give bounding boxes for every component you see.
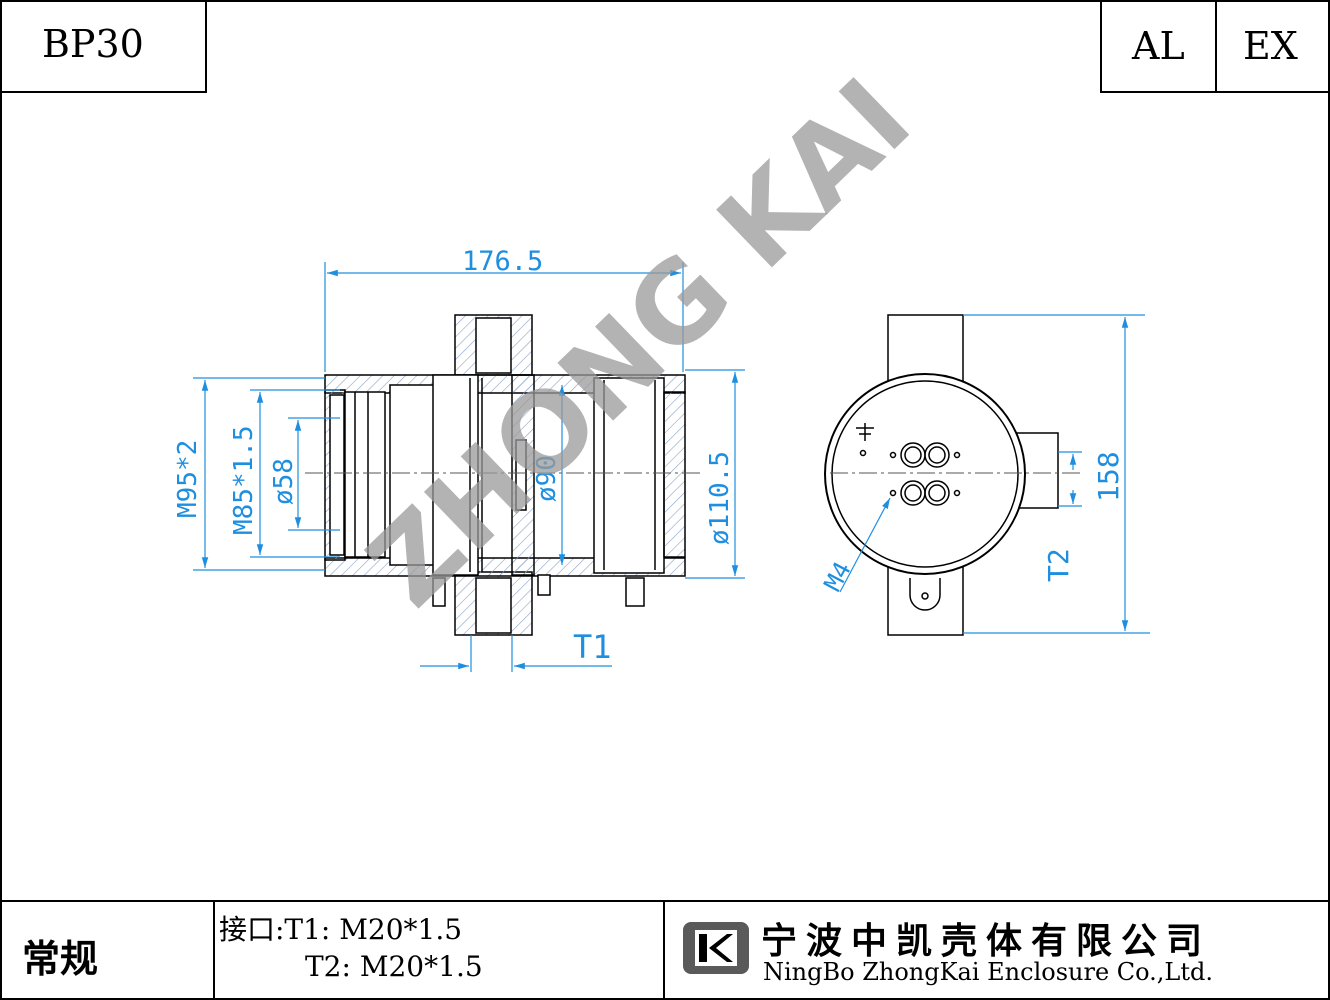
dim-body-dia: ø110.5 (705, 451, 735, 545)
footer-ports-cell: 接口:T1: M20*1.5 T2: M20*1.5 (213, 900, 665, 1000)
dim-height: 158 (1092, 451, 1125, 502)
dim-screw: M4 (819, 557, 857, 596)
ports-label: 接口:T1: M20*1.5 (219, 913, 463, 946)
company-logo (683, 922, 749, 974)
company-en: NingBo ZhongKai Enclosure Co.,Ltd. (763, 958, 1213, 986)
dim-thread-outer: M95*2 (173, 440, 203, 518)
model-cell: BP30 (0, 0, 207, 93)
rating-cell: EX (1215, 0, 1330, 93)
section-dim-labels: 176.5 M95*2 M85*1.5 ø58 ø90 ø110.5 T1 (173, 246, 735, 666)
end-dimensions (839, 314, 1150, 634)
category-label: 常规 (22, 937, 99, 981)
rating-code: EX (1243, 24, 1298, 68)
section-view (324, 314, 686, 636)
footer-category-cell: 常规 (0, 900, 215, 1000)
port2-label: T2: M20*1.5 (305, 950, 483, 983)
dim-overall-width: 176.5 (462, 246, 543, 277)
section-dimensions (193, 262, 745, 672)
footer-company-cell: 宁波中凯壳体有限公司 NingBo ZhongKai Enclosure Co.… (663, 900, 1330, 1000)
model-code: BP30 (42, 22, 144, 66)
dim-bore: ø58 (269, 458, 299, 505)
dim-thread-inner: M85*1.5 (229, 425, 259, 535)
dim-port1: T1 (573, 628, 612, 666)
company-cn: 宁波中凯壳体有限公司 (761, 921, 1212, 962)
dim-port2: T2 (1042, 548, 1075, 582)
material-code: AL (1132, 24, 1185, 68)
dim-inner-dia: ø90 (532, 455, 562, 502)
end-view (824, 314, 1059, 636)
